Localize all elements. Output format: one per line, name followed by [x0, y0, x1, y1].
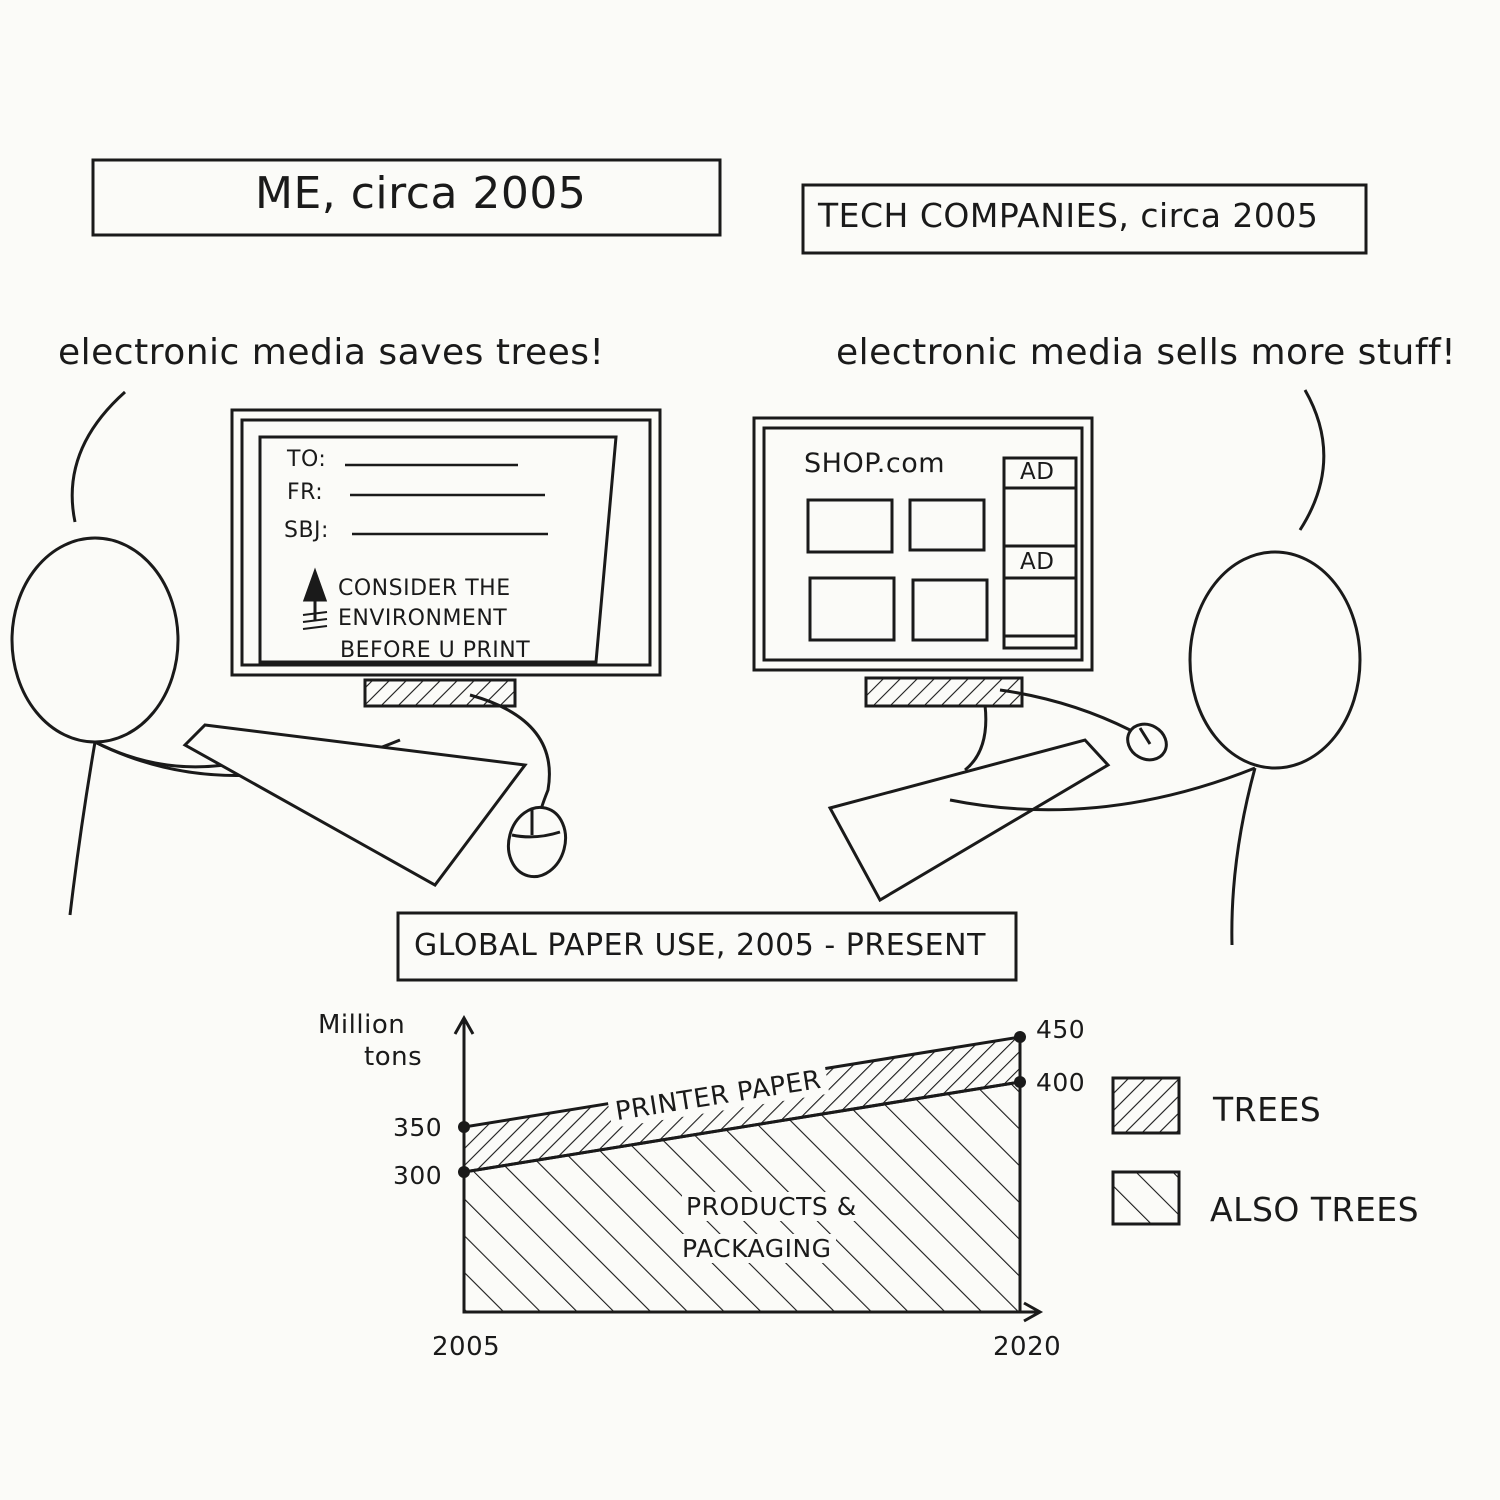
chart-axes — [453, 1014, 1044, 1323]
point-2020-400 — [1014, 1076, 1026, 1088]
y-tick-300: 300 — [393, 1161, 443, 1190]
right-monitor-stand — [864, 676, 1024, 708]
email-subject-label: SBJ: — [284, 518, 329, 543]
x-tick-2005: 2005 — [432, 1332, 501, 1362]
right-mouse — [964, 688, 1168, 772]
product-box-1 — [806, 498, 894, 554]
legend-label-trees: TREES — [1213, 1090, 1322, 1129]
ad-label-1: AD — [1020, 459, 1055, 485]
end-tick-450: 450 — [1036, 1015, 1086, 1044]
point-2005-350 — [458, 1121, 470, 1133]
product-box-4 — [911, 578, 989, 642]
chart-title: GLOBAL PAPER USE, 2005 - PRESENT — [414, 928, 986, 963]
left-mouse — [469, 693, 568, 879]
point-2020-450 — [1014, 1031, 1026, 1043]
right-person-head — [1188, 550, 1362, 770]
x-tick-2020: 2020 — [993, 1332, 1062, 1362]
y-axis-label-line2: tons — [364, 1042, 423, 1072]
right-person — [949, 550, 1362, 946]
x-axis — [464, 1301, 1044, 1323]
legend-label-also-trees: ALSO TREES — [1210, 1190, 1420, 1229]
right-monitor — [752, 416, 1094, 708]
left-person — [10, 536, 401, 916]
left-panel-title: ME, circa 2005 — [255, 168, 587, 219]
product-box-3 — [808, 576, 896, 642]
left-speech: electronic media saves trees! — [58, 332, 605, 373]
point-2005-300 — [458, 1166, 470, 1178]
right-panel-title: TECH COMPANIES, circa 2005 — [818, 196, 1319, 235]
left-person-head — [10, 536, 180, 744]
left-monitor — [230, 408, 662, 708]
right-keyboard — [827, 738, 1111, 903]
ad-label-2: AD — [1020, 549, 1055, 575]
left-title-box — [91, 158, 722, 237]
series-label-products-line1: PRODUCTS & — [682, 1192, 861, 1221]
right-speech-line — [1298, 389, 1326, 531]
chart-title-box — [396, 911, 1018, 982]
notice-line-3: BEFORE U PRINT — [340, 638, 531, 663]
email-from-label: FR: — [287, 480, 324, 505]
legend-swatch-trees — [1111, 1076, 1181, 1135]
y-axis-label-line1: Million — [318, 1010, 406, 1040]
legend-swatch-also-trees — [1111, 1170, 1181, 1226]
series-label-products-line2: PACKAGING — [678, 1234, 836, 1263]
right-title-box — [801, 183, 1368, 255]
chart-points — [458, 1031, 1026, 1178]
y-axis — [453, 1014, 475, 1312]
left-speech-line — [70, 390, 126, 523]
ad-sidebar — [1002, 456, 1078, 650]
end-tick-400: 400 — [1036, 1068, 1086, 1097]
notice-line-2: ENVIRONMENT — [338, 606, 508, 631]
notice-line-1: CONSIDER THE — [338, 576, 511, 601]
left-keyboard — [182, 723, 528, 887]
y-tick-350: 350 — [393, 1113, 443, 1142]
product-box-2 — [908, 498, 986, 552]
right-speech: electronic media sells more stuff! — [836, 332, 1457, 373]
shop-site-name: SHOP.com — [804, 448, 946, 479]
email-to-label: TO: — [287, 447, 327, 472]
